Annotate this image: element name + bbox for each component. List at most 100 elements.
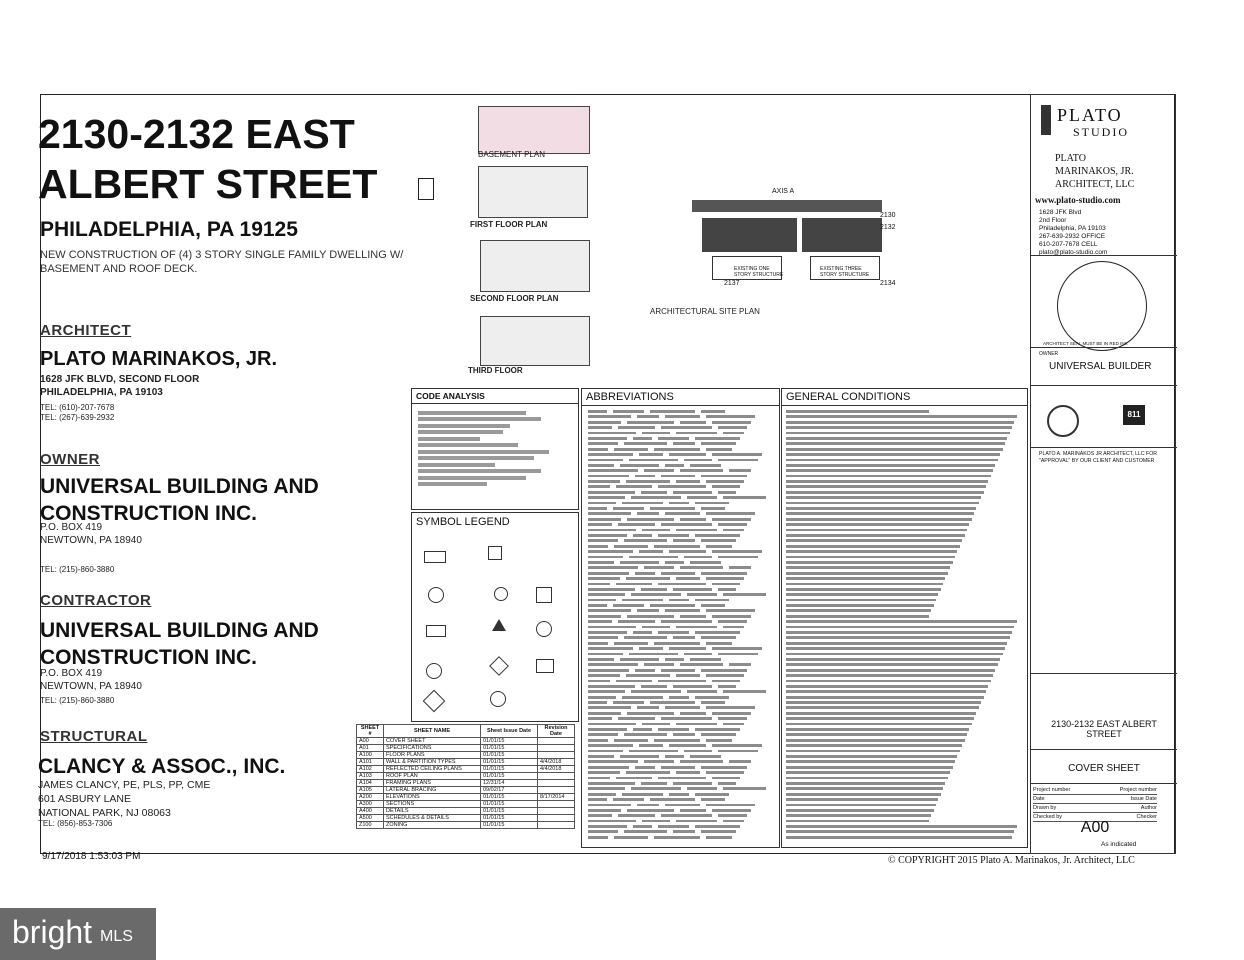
sheet-index-no: A500 — [356, 814, 384, 822]
project-number-value: Project number — [1119, 787, 1157, 793]
text-line — [588, 436, 774, 441]
firm-website[interactable]: www.plato-studio.com — [1035, 195, 1121, 205]
text-line — [588, 538, 774, 543]
text-line — [786, 506, 1024, 511]
text-line — [786, 824, 1024, 829]
sheet-index-no: A104 — [356, 779, 384, 787]
drawn-by-label: Drawn by — [1033, 805, 1057, 811]
text-line — [588, 792, 774, 797]
text-line — [588, 679, 774, 684]
text-line — [786, 679, 1024, 684]
sheet-index-name: SPECIFICATIONS — [383, 744, 481, 752]
text-line — [588, 781, 774, 786]
text-line — [588, 716, 774, 721]
firm-phone1: 267-639-2932 OFFICE — [1039, 233, 1106, 240]
watermark-brand: bright — [12, 914, 93, 950]
owner-heading: OWNER — [40, 451, 100, 468]
project-title-line2: ALBERT STREET — [38, 161, 378, 207]
text-line — [588, 738, 774, 743]
text-line — [588, 743, 774, 748]
firm-line1: PLATO — [1055, 153, 1086, 164]
text-line — [786, 759, 1024, 764]
text-line — [786, 598, 1024, 603]
general-conditions-list — [786, 409, 1024, 840]
room-name-symbol — [424, 551, 446, 563]
door-symbol — [426, 625, 446, 637]
sheet-index-date: 01/01/15 — [480, 793, 538, 801]
sheet-index-date: 01/01/15 — [480, 807, 538, 815]
text-line — [786, 808, 1024, 813]
text-line — [786, 722, 1024, 727]
text-line — [588, 544, 774, 549]
drawn-by-value: Author — [1140, 805, 1157, 811]
text-line — [588, 813, 774, 818]
text-line — [588, 506, 774, 511]
abbreviations-box: ABBREVIATIONS — [581, 388, 780, 848]
sheet-index-name: FLOOR PLANS — [383, 751, 481, 759]
text-line — [588, 517, 774, 522]
text-line — [786, 447, 1024, 452]
exit-sign-symbol — [494, 587, 508, 601]
text-line — [588, 522, 774, 527]
text-line — [786, 711, 1024, 716]
second-floor-plan-label: SECOND FLOOR PLAN — [470, 294, 559, 303]
general-conditions-box: GENERAL CONDITIONS — [781, 388, 1028, 848]
firm-email[interactable]: plato@plato-studio.com — [1039, 249, 1108, 256]
lot-2137-label: 2137 — [724, 280, 740, 287]
text-line — [588, 803, 774, 808]
sheet-index-no: A01 — [356, 744, 384, 752]
text-line — [588, 452, 774, 457]
sheet-index-name: SCHEDULES & DETAILS — [383, 814, 481, 822]
text-line — [786, 603, 1024, 608]
sheet-index-name: LATERAL BRACING — [383, 786, 481, 794]
text-line — [786, 436, 1024, 441]
sheet-index-no: A200 — [356, 793, 384, 801]
project-description: NEW CONSTRUCTION OF (4) 3 STORY SINGLE F… — [40, 249, 404, 275]
text-line — [786, 652, 1024, 657]
text-line — [786, 463, 1024, 468]
text-line — [588, 754, 774, 759]
text-line — [588, 409, 774, 414]
sheet-index-date: 01/01/15 — [480, 737, 538, 745]
text-line — [588, 592, 774, 597]
sheet-index-rev — [537, 807, 575, 815]
owner-name-line1: UNIVERSAL BUILDING AND — [40, 475, 319, 498]
text-line — [588, 700, 774, 705]
text-line — [588, 673, 774, 678]
revision-delta-symbol — [492, 619, 506, 631]
architect-address1: 1628 JFK BLVD, SECOND FLOOR — [40, 374, 200, 385]
text-line — [588, 587, 774, 592]
text-line — [588, 425, 774, 430]
text-line — [588, 776, 774, 781]
text-line — [786, 803, 1024, 808]
partition-type-symbol — [489, 656, 509, 676]
text-line — [588, 689, 774, 694]
sheet-index-date: 01/01/15 — [480, 821, 538, 829]
architect-name: PLATO MARINAKOS, JR. — [40, 348, 278, 370]
text-line — [588, 668, 774, 673]
text-line — [588, 614, 774, 619]
sheet-index-rev: 4/4/2018 — [537, 758, 575, 766]
general-conditions-heading: GENERAL CONDITIONS — [782, 389, 1027, 406]
structural-name: CLANCY & ASSOC., INC. — [38, 755, 286, 778]
owner-address2: NEWTOWN, PA 18940 — [40, 535, 142, 546]
checked-by-label: Checked by — [1033, 814, 1063, 820]
text-line — [786, 716, 1024, 721]
sheet-index-date: 01/01/15 — [480, 751, 538, 759]
sheet-index-no: Z100 — [356, 821, 384, 829]
text-line — [588, 565, 774, 570]
first-floor-plan-drawing — [478, 166, 588, 218]
basement-plan-label: BASEMENT PLAN — [478, 150, 545, 159]
title-block-fields: Project number Project number Date Issue… — [1033, 786, 1157, 822]
text-line — [588, 829, 774, 834]
structural-heading: STRUCTURAL — [40, 728, 148, 745]
first-floor-plan-label: FIRST FLOOR PLAN — [470, 220, 548, 229]
firm-addr1: 1628 JFK Blvd — [1039, 209, 1082, 216]
sheet-index-rev — [537, 786, 575, 794]
abbreviations-list — [588, 409, 774, 840]
sheet-index-rev — [537, 744, 575, 752]
